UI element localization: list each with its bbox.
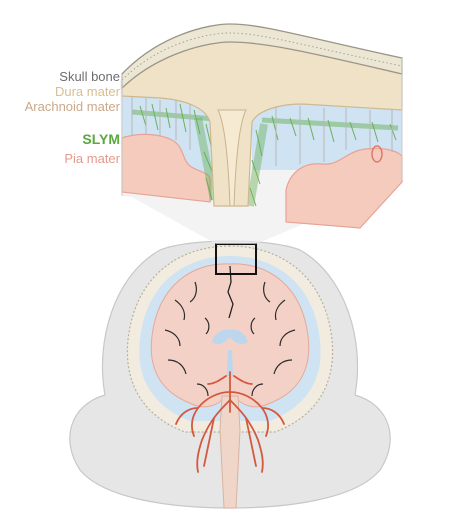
label-pia-mater: Pia mater xyxy=(64,151,120,166)
label-skull-bone: Skull bone xyxy=(59,69,120,84)
label-arachnoid-mater: Arachnoid mater xyxy=(24,99,120,114)
label-dura-mater: Dura mater xyxy=(54,84,120,99)
head-cross-section xyxy=(69,240,391,509)
sulci xyxy=(164,281,296,397)
label-slym: SLYM xyxy=(82,131,120,147)
third-ventricle xyxy=(227,350,233,376)
falx-cerebri xyxy=(217,109,247,207)
longitudinal-fissure xyxy=(227,265,234,319)
brainstem xyxy=(219,395,241,509)
arteries xyxy=(175,371,285,473)
arachnoid-trabeculae xyxy=(131,96,393,166)
brain-surface-right xyxy=(285,147,403,229)
cortical-vessel xyxy=(371,145,383,163)
meninges-zoom-block xyxy=(120,23,403,229)
brain-surface-left xyxy=(121,133,211,203)
lateral-ventricles xyxy=(212,329,248,345)
